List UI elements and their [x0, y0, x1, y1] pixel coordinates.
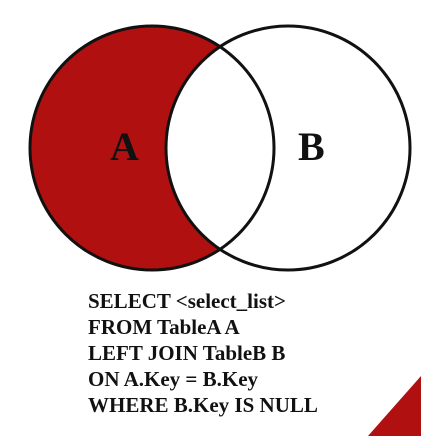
sql-line-left-join: LEFT JOIN TableB B — [88, 341, 286, 365]
label-a: A — [110, 124, 139, 169]
circle-a-outline — [28, 24, 276, 272]
circle-b — [164, 24, 412, 272]
intersection-region — [166, 26, 274, 270]
sql-line-on: ON A.Key = B.Key — [88, 367, 259, 391]
corner-triangle-shape — [368, 376, 421, 436]
sql-line-where: WHERE B.Key IS NULL — [88, 393, 318, 417]
sql-query: SELECT <select_list> FROM TableA A LEFT … — [88, 288, 318, 418]
sql-line-select: SELECT <select_list> — [88, 289, 286, 313]
label-b: B — [298, 124, 325, 169]
sql-line-from: FROM TableA A — [88, 315, 240, 339]
